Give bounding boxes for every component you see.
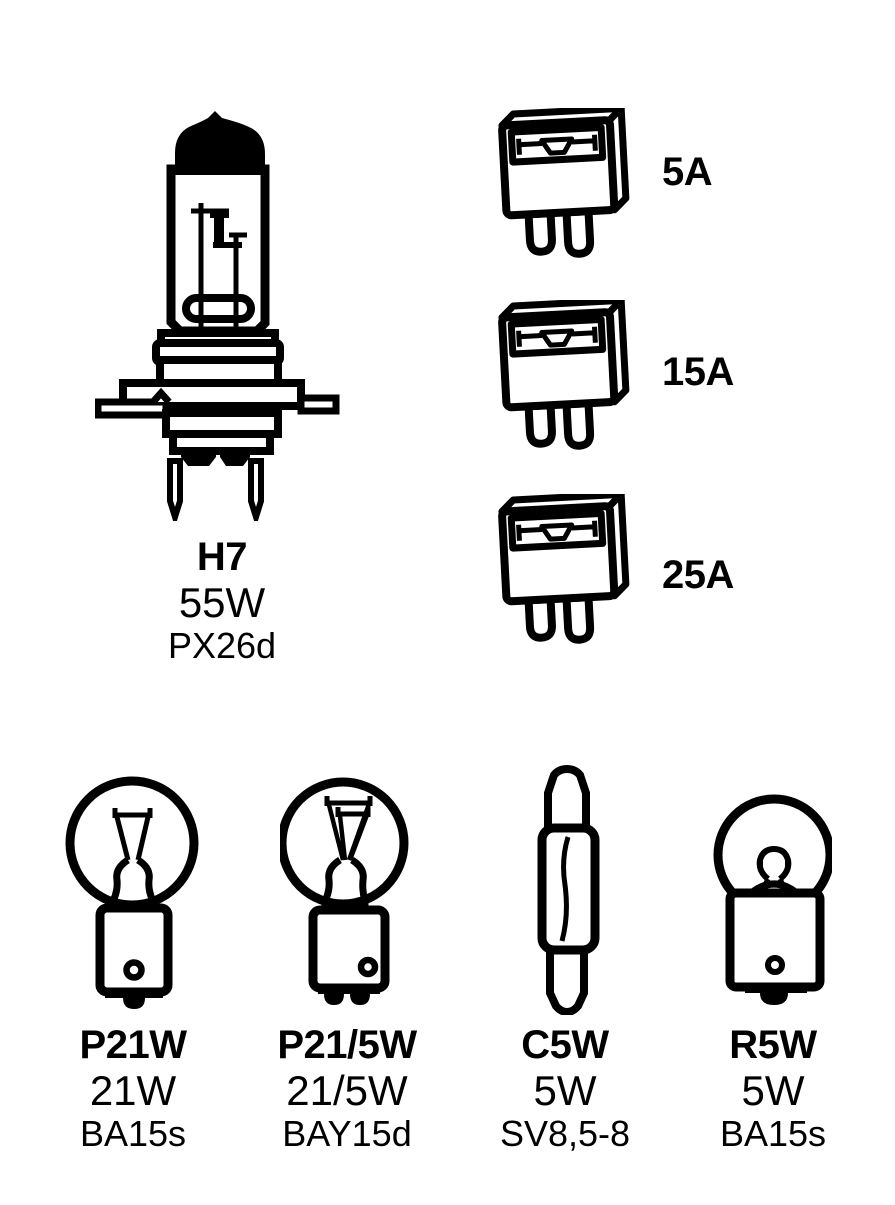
bulb-base-label: SV8,5-8: [499, 1113, 631, 1154]
bulb-wattage-label: 5W: [741, 1067, 805, 1114]
bulb-wattage-label: 21W: [89, 1067, 177, 1114]
p21-5w-label-group: P21/5W 21/5W BAY15d: [197, 1022, 497, 1155]
bulb-base-label: BA15s: [719, 1113, 827, 1154]
blade-fuse-25a-icon: [497, 494, 647, 644]
fuse-rating-label: 25A: [662, 553, 734, 597]
blade-fuse-15a-icon: [497, 300, 647, 450]
blade-fuse-5a-icon: [497, 108, 647, 258]
fuse-rating-label: 5A: [662, 150, 713, 194]
bulb-wattage-label: 55W: [178, 579, 266, 626]
bulb-base-label: BAY15d: [282, 1113, 412, 1154]
bulb-type-label: H7: [196, 535, 248, 579]
bulb-type-label: R5W: [729, 1023, 817, 1067]
h7-label-group: H7 55W PX26d: [72, 534, 372, 667]
fuse-rating-label: 15A: [662, 350, 734, 394]
r5w-bulb-icon: [713, 794, 832, 1005]
p21-5w-bulb-icon: [280, 777, 409, 1005]
c5w-label-group: C5W 5W SV8,5-8: [415, 1022, 715, 1155]
bulb-wattage-label: 5W: [533, 1067, 597, 1114]
r5w-label-group: R5W 5W BA15s: [623, 1022, 895, 1155]
bulb-base-label: BA15s: [79, 1113, 187, 1154]
c5w-bulb-icon: [537, 765, 600, 1015]
bulb-wattage-label: 21/5W: [286, 1067, 408, 1114]
p21w-label-group: P21W 21W BA15s: [8, 1022, 258, 1155]
bulb-type-label: C5W: [521, 1023, 609, 1067]
bulb-type-label: P21W: [79, 1023, 187, 1067]
bulb-type-label: P21/5W: [277, 1023, 417, 1067]
h7-bulb-icon: [95, 111, 340, 521]
p21w-bulb-icon: [65, 776, 199, 1009]
bulb-base-label: PX26d: [167, 625, 277, 666]
